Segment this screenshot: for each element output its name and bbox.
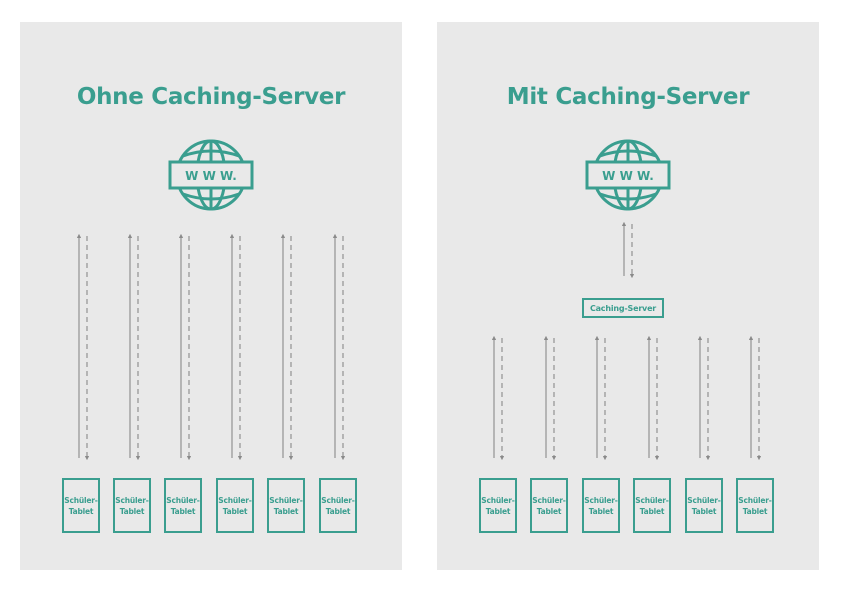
panel-title: Ohne Caching-Server xyxy=(76,84,346,110)
tablet-label-line2: Tablet xyxy=(691,506,717,516)
student-tablet: Schüler-Tablet xyxy=(216,478,254,533)
student-tablet: Schüler-Tablet xyxy=(530,478,568,533)
student-tablet: Schüler-Tablet xyxy=(582,478,620,533)
tablet-label-line2: Tablet xyxy=(273,506,299,516)
student-tablet: Schüler-Tablet xyxy=(319,478,357,533)
tablet-label-line1: Schüler- xyxy=(738,495,772,505)
tablet-label-line1: Schüler- xyxy=(584,495,618,505)
tablet-label-line2: Tablet xyxy=(639,506,665,516)
student-tablet: Schüler-Tablet xyxy=(62,478,100,533)
student-tablet: Schüler-Tablet xyxy=(113,478,151,533)
globe-label: W W W. xyxy=(602,169,654,183)
tablet-label-line1: Schüler- xyxy=(532,495,566,505)
tablet-label-line2: Tablet xyxy=(588,506,614,516)
globe-label: W W W. xyxy=(185,169,237,183)
tablet-label-line1: Schüler- xyxy=(635,495,669,505)
www-globe-icon: W W W. xyxy=(585,139,671,211)
tablet-label-line1: Schüler- xyxy=(269,495,303,505)
tablet-label-line2: Tablet xyxy=(742,506,768,516)
tablet-label-line2: Tablet xyxy=(222,506,248,516)
tablet-label-line2: Tablet xyxy=(68,506,94,516)
tablet-label-line2: Tablet xyxy=(485,506,511,516)
tablet-label-line1: Schüler- xyxy=(481,495,515,505)
tablet-label-line2: Tablet xyxy=(119,506,145,516)
student-tablet: Schüler-Tablet xyxy=(685,478,723,533)
tablet-label-line1: Schüler- xyxy=(64,495,98,505)
panel-title: Mit Caching-Server xyxy=(506,84,750,110)
student-tablet: Schüler-Tablet xyxy=(736,478,774,533)
tablet-label-line2: Tablet xyxy=(325,506,351,516)
tablet-label-line1: Schüler- xyxy=(115,495,149,505)
tablet-label-line2: Tablet xyxy=(170,506,196,516)
caching-server-box: Caching-Server xyxy=(582,298,664,318)
student-tablet: Schüler-Tablet xyxy=(479,478,517,533)
student-tablet: Schüler-Tablet xyxy=(633,478,671,533)
tablet-label-line1: Schüler- xyxy=(687,495,721,505)
tablet-label-line1: Schüler- xyxy=(321,495,355,505)
student-tablet: Schüler-Tablet xyxy=(267,478,305,533)
tablet-label-line1: Schüler- xyxy=(166,495,200,505)
tablet-label-line1: Schüler- xyxy=(218,495,252,505)
student-tablet: Schüler-Tablet xyxy=(164,478,202,533)
www-globe-icon: W W W. xyxy=(168,139,254,211)
tablet-label-line2: Tablet xyxy=(536,506,562,516)
